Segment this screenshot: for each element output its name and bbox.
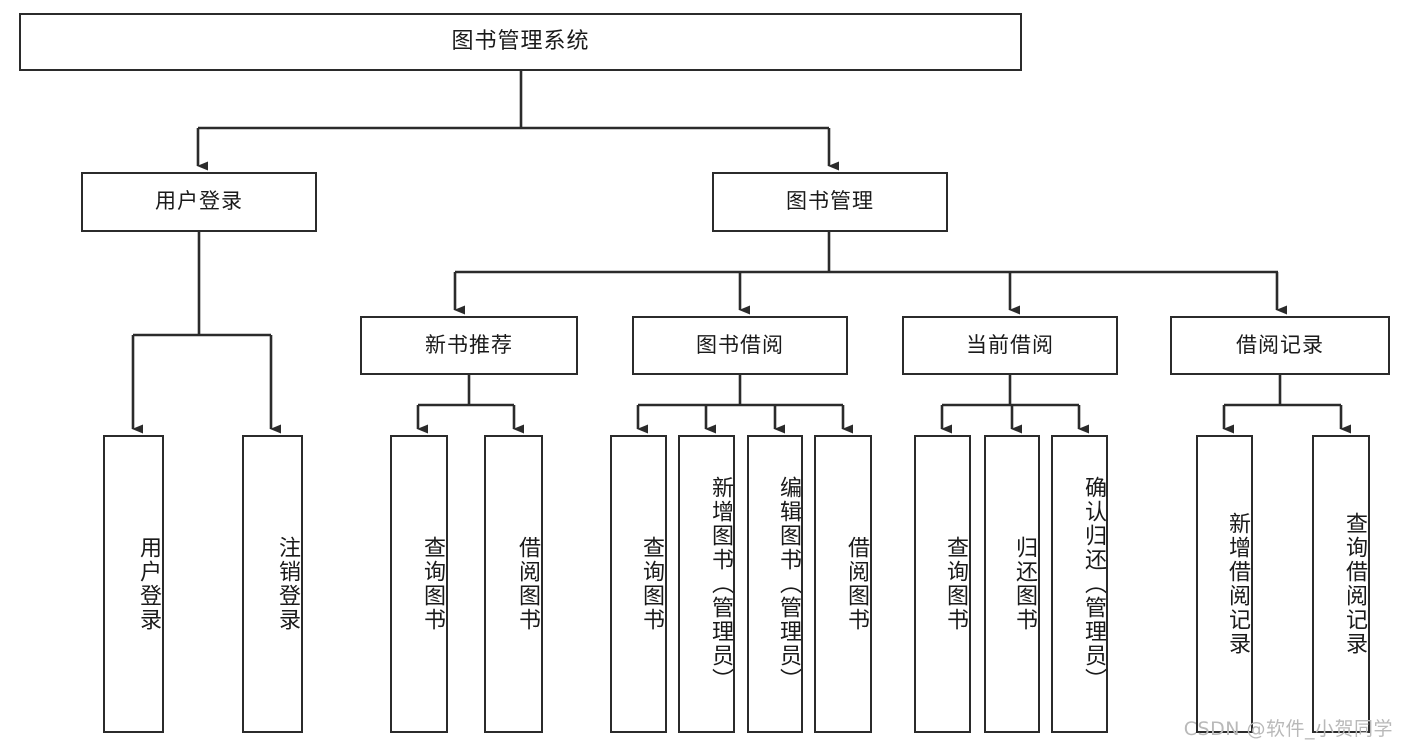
node-book-borrow-label: 图书借阅	[696, 332, 784, 357]
node-user-login[interactable]: 用户登录	[81, 172, 317, 232]
leaf-logout-label: 注销登录	[275, 536, 300, 632]
node-user-login-label: 用户登录	[155, 189, 243, 214]
leaf-logout[interactable]: 注销登录	[242, 435, 303, 733]
leaf-borrow-book-label: 借阅图书	[844, 536, 869, 632]
leaf-borrow-book-rec-label: 借阅图书	[515, 536, 540, 632]
node-book-management[interactable]: 图书管理	[712, 172, 948, 232]
leaf-return-book-label: 归还图书	[1012, 536, 1037, 632]
node-new-book-recommend-label: 新书推荐	[425, 332, 513, 357]
leaf-query-book-rec[interactable]: 查询图书	[390, 435, 448, 733]
leaf-borrow-book[interactable]: 借阅图书	[814, 435, 872, 733]
leaf-add-borrow-record-label: 新增借阅记录	[1225, 512, 1250, 656]
leaf-add-borrow-record[interactable]: 新增借阅记录	[1196, 435, 1253, 733]
leaf-borrow-book-rec[interactable]: 借阅图书	[484, 435, 543, 733]
leaf-query-book-borrow[interactable]: 查询图书	[610, 435, 667, 733]
node-root-system[interactable]: 图书管理系统	[19, 13, 1022, 71]
leaf-query-borrow-record[interactable]: 查询借阅记录	[1312, 435, 1370, 733]
leaf-query-borrow-record-label: 查询借阅记录	[1342, 512, 1367, 656]
node-current-borrow[interactable]: 当前借阅	[902, 316, 1118, 375]
watermark: CSDN @软件_小贺同学	[1183, 718, 1393, 740]
leaf-edit-book-admin[interactable]: 编辑图书（管理员）	[747, 435, 803, 733]
node-current-borrow-label: 当前借阅	[966, 332, 1054, 357]
leaf-confirm-return-admin[interactable]: 确认归还（管理员）	[1051, 435, 1108, 733]
leaf-user-login-label: 用户登录	[136, 536, 161, 632]
node-borrow-records[interactable]: 借阅记录	[1170, 316, 1390, 375]
leaf-confirm-return-admin-label: 确认归还（管理员）	[1081, 476, 1106, 692]
leaf-return-book[interactable]: 归还图书	[984, 435, 1040, 733]
leaf-query-book-rec-label: 查询图书	[420, 536, 445, 632]
node-new-book-recommend[interactable]: 新书推荐	[360, 316, 578, 375]
leaf-edit-book-admin-label: 编辑图书（管理员）	[776, 476, 801, 692]
leaf-query-book-current[interactable]: 查询图书	[914, 435, 971, 733]
node-book-borrow[interactable]: 图书借阅	[632, 316, 848, 375]
node-book-management-label: 图书管理	[786, 189, 874, 214]
node-root-label: 图书管理系统	[451, 28, 590, 54]
leaf-query-book-borrow-label: 查询图书	[639, 536, 664, 632]
node-borrow-records-label: 借阅记录	[1236, 332, 1324, 357]
leaf-add-book-admin[interactable]: 新增图书（管理员）	[678, 435, 735, 733]
leaf-user-login[interactable]: 用户登录	[103, 435, 164, 733]
leaf-query-book-current-label: 查询图书	[943, 536, 968, 632]
leaf-add-book-admin-label: 新增图书（管理员）	[708, 476, 733, 692]
